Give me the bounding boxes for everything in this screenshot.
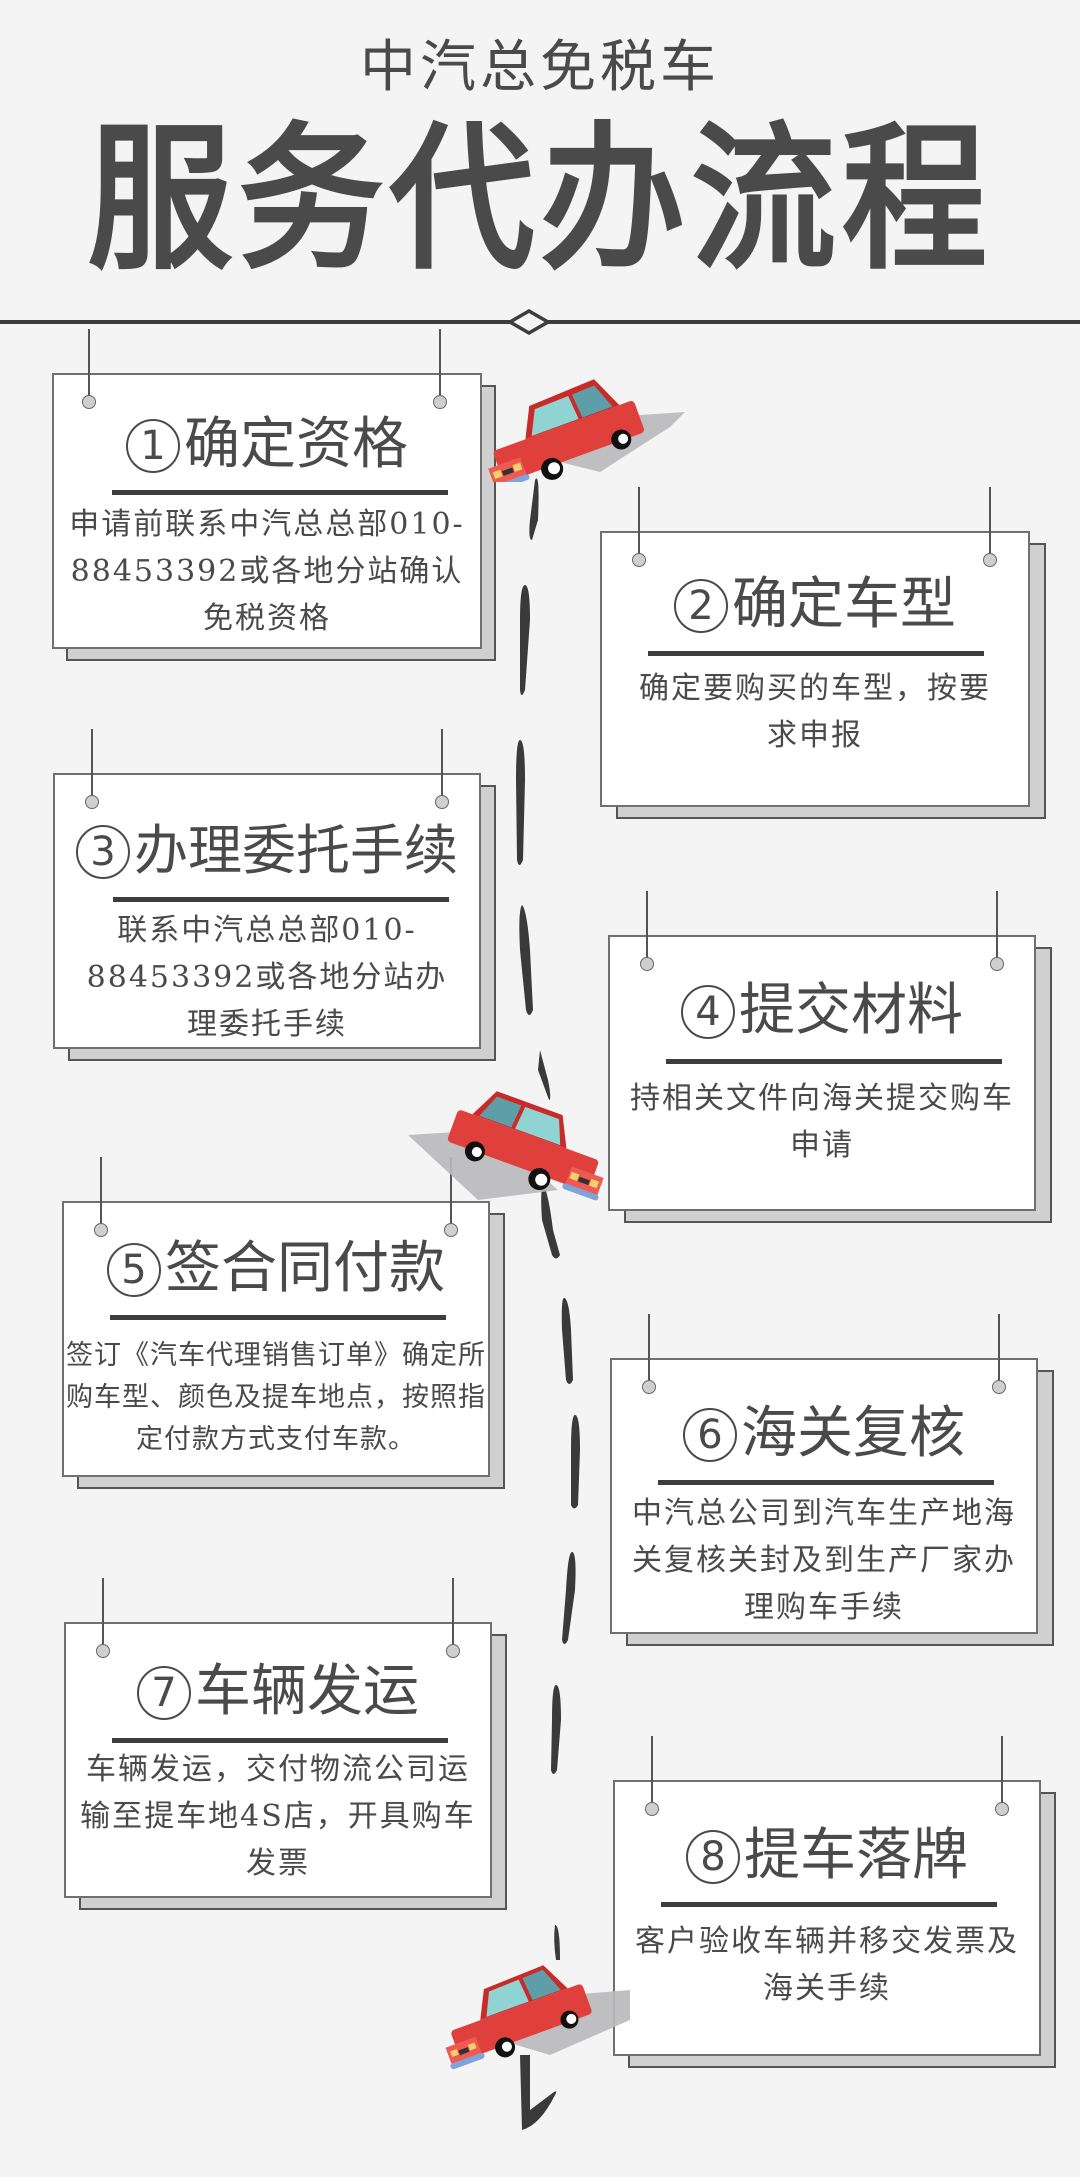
step-description: 申请前联系中汽总总部010-88453392或各地分站确认免税资格 — [69, 507, 465, 636]
hanging-string — [100, 1157, 102, 1231]
step-description: 联系中汽总总部010-88453392或各地分站办理委托手续 — [86, 913, 448, 1042]
diamond-divider-icon — [508, 309, 550, 335]
pin-icon — [435, 795, 449, 809]
title-divider — [110, 1315, 446, 1320]
pin-icon — [444, 1223, 458, 1237]
pin-icon — [640, 957, 654, 971]
page-title: 服务代办流程 — [87, 108, 993, 292]
hanging-string — [91, 729, 93, 803]
step-number-icon: 8 — [686, 1830, 740, 1884]
pin-icon — [990, 957, 1004, 971]
pin-icon — [992, 1380, 1006, 1394]
hanging-string — [996, 891, 998, 965]
page-subtitle: 中汽总免税车 — [360, 35, 720, 100]
hanging-string — [450, 1157, 452, 1231]
step-number-icon: 6 — [683, 1408, 737, 1462]
hanging-string — [102, 1578, 104, 1652]
pin-icon — [433, 395, 447, 409]
step-number-icon: 4 — [681, 985, 735, 1039]
pin-icon — [85, 795, 99, 809]
step-description: 签订《汽车代理销售订单》确定所购车型、颜色及提车地点，按照指定付款方式支付车款。 — [66, 1340, 486, 1455]
hanging-string — [441, 729, 443, 803]
step-number-icon: 5 — [107, 1243, 161, 1297]
pin-icon — [632, 553, 646, 567]
title-divider — [661, 1902, 997, 1907]
pin-icon — [96, 1644, 110, 1658]
step-number-icon: 1 — [126, 419, 180, 473]
hanging-string — [646, 891, 648, 965]
title-divider — [658, 1480, 994, 1485]
hanging-string — [651, 1736, 653, 1810]
hanging-string — [439, 329, 441, 403]
pin-icon — [645, 1802, 659, 1816]
title-divider — [113, 897, 449, 902]
title-divider — [648, 651, 984, 656]
car-icon — [445, 1965, 630, 2070]
hanging-string — [998, 1314, 1000, 1388]
step-number-icon: 7 — [137, 1666, 191, 1720]
car-icon — [408, 1091, 604, 1201]
hanging-string — [88, 329, 90, 403]
pin-icon — [94, 1223, 108, 1237]
hanging-string — [648, 1314, 650, 1388]
step-description: 持相关文件向海关提交购车申请 — [630, 1081, 1014, 1163]
title-divider — [666, 1059, 1002, 1064]
hanging-string — [1001, 1736, 1003, 1810]
step-description: 确定要购买的车型，按要求申报 — [639, 671, 991, 753]
hanging-string — [989, 487, 991, 561]
pin-icon — [446, 1644, 460, 1658]
pin-icon — [983, 553, 997, 567]
step-description: 客户验收车辆并移交发票及海关手续 — [635, 1924, 1019, 2006]
pin-icon — [642, 1380, 656, 1394]
step-number-icon: 2 — [674, 579, 728, 633]
hanging-string — [452, 1578, 454, 1652]
hanging-string — [638, 487, 640, 561]
car-icon — [488, 379, 685, 482]
title-divider — [112, 490, 448, 495]
pin-icon — [82, 395, 96, 409]
step-description: 中汽总公司到汽车生产地海关复核关封及到生产厂家办理购车手续 — [632, 1496, 1016, 1625]
step-description: 车辆发运，交付物流公司运输至提车地4S店，开具购车发票 — [80, 1752, 476, 1881]
title-divider — [112, 1738, 448, 1743]
step-number-icon: 3 — [76, 825, 130, 879]
pin-icon — [995, 1802, 1009, 1816]
